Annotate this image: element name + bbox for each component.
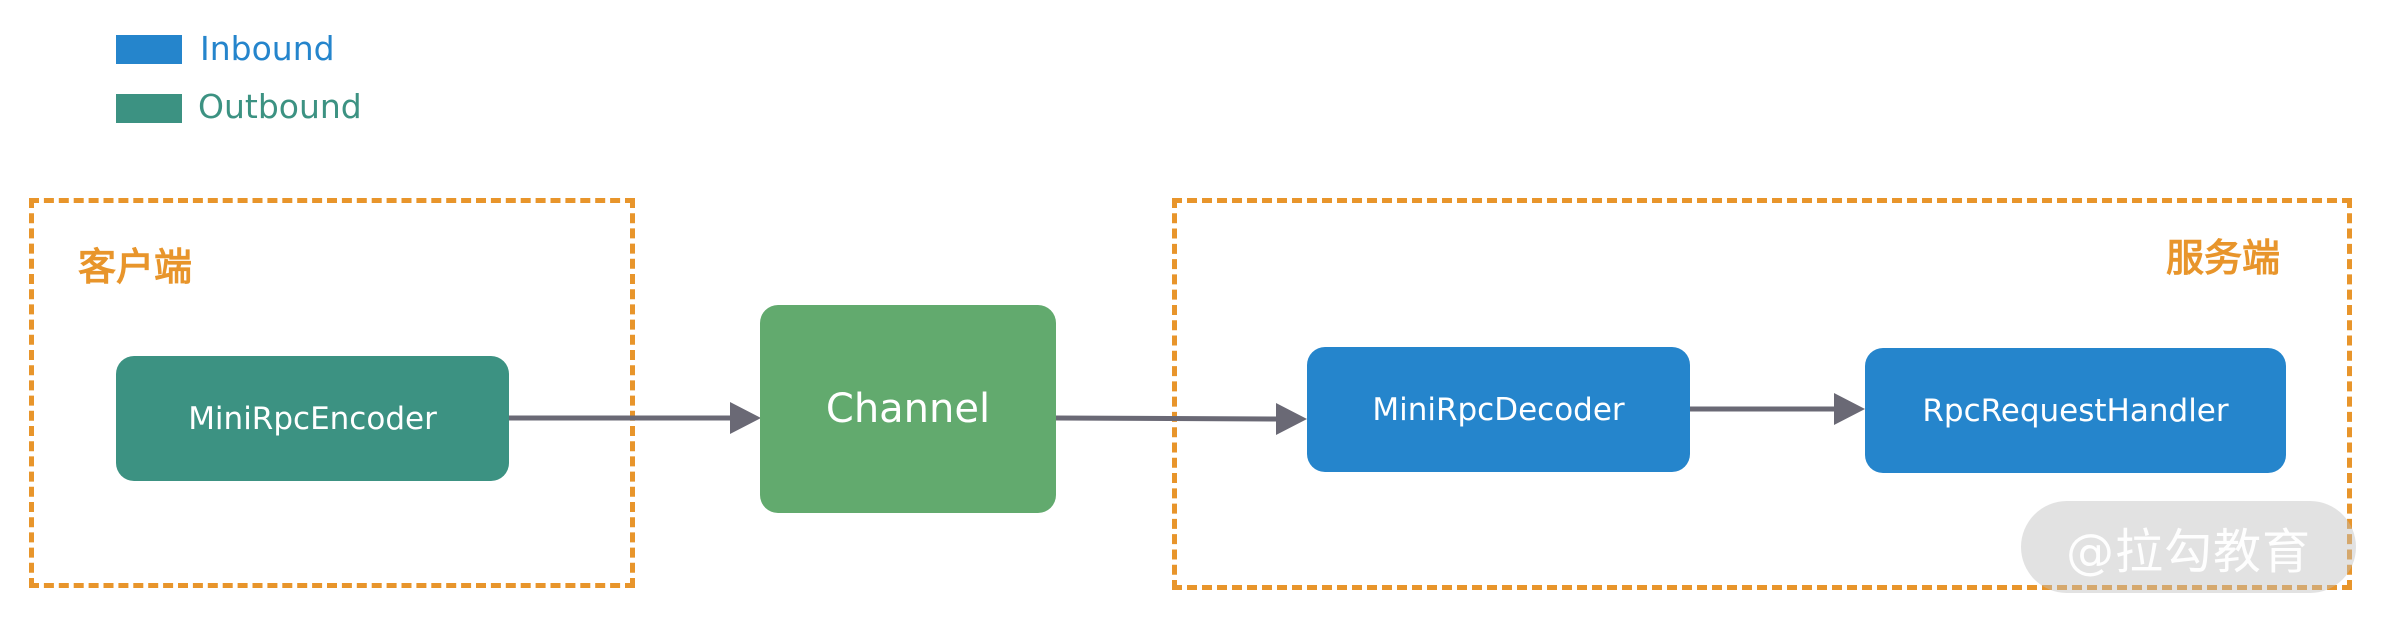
- edge-encoder-to-channel: [509, 402, 761, 434]
- watermark: @拉勾教育: [2021, 501, 2356, 593]
- node-mini-rpc-decoder: MiniRpcDecoder: [1307, 347, 1690, 472]
- node-channel: Channel: [760, 305, 1056, 513]
- edge-channel-to-decoder: [1054, 403, 1307, 435]
- client-group: [29, 198, 635, 588]
- client-group-label: 客户端: [78, 245, 193, 289]
- watermark-text: @拉勾教育: [2065, 524, 2311, 580]
- legend-label-inbound: Inbound: [200, 29, 335, 68]
- node-mini-rpc-decoder-label: MiniRpcDecoder: [1372, 391, 1625, 428]
- node-mini-rpc-encoder-label: MiniRpcEncoder: [188, 400, 437, 437]
- legend-swatch-inbound: [116, 35, 182, 64]
- node-channel-label: Channel: [825, 386, 991, 432]
- edge-decoder-to-handler: [1689, 393, 1865, 425]
- node-rpc-request-handler: RpcRequestHandler: [1865, 348, 2286, 473]
- node-mini-rpc-encoder: MiniRpcEncoder: [116, 356, 509, 481]
- server-group-label: 服务端: [2166, 236, 2281, 280]
- node-rpc-request-handler-label: RpcRequestHandler: [1922, 392, 2229, 429]
- legend-swatch-outbound: [116, 94, 182, 123]
- server-group: [1172, 198, 2352, 590]
- legend-label-outbound: Outbound: [198, 87, 362, 126]
